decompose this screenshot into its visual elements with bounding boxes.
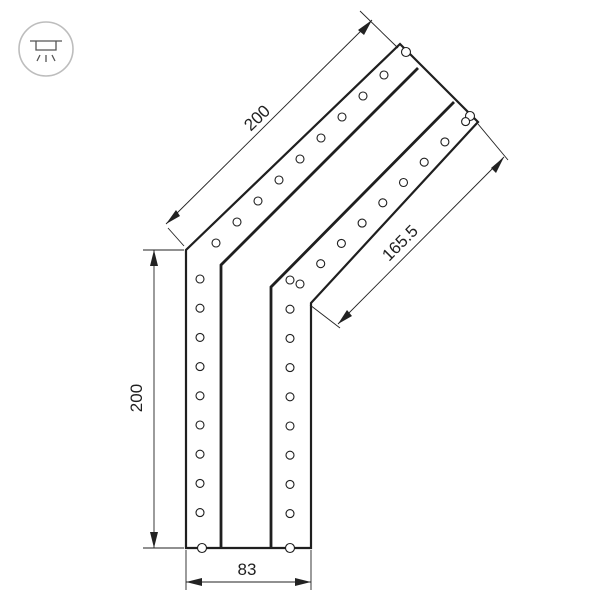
mounting-hole (195, 332, 205, 342)
mounting-hole (316, 133, 326, 143)
mounting-hole (285, 333, 295, 343)
mounting-hole (336, 238, 346, 248)
mounting-hole (285, 275, 295, 285)
mounting-hole (285, 421, 295, 431)
mounting-hole (295, 279, 305, 289)
mounting-hole (195, 508, 205, 518)
mounting-hole (195, 478, 205, 488)
mounting-hole (285, 450, 295, 460)
dimension-label-inner-diagonal: 165.5 (378, 221, 422, 265)
mounting-hole (195, 420, 205, 430)
mounting-hole (440, 137, 450, 147)
dimension-inner-diagonal: 165.5 (309, 123, 509, 329)
mounting-hole (195, 303, 205, 313)
ceiling-mount-light-icon (18, 21, 74, 77)
dimension-label-width: 83 (238, 560, 257, 579)
mounting-hole (358, 91, 368, 101)
dimension-label-outer-diagonal: 200 (240, 101, 274, 134)
mounting-hole (398, 177, 409, 188)
mounting-hole (378, 198, 388, 208)
dimension-vertical: 200 (127, 249, 184, 549)
mounting-hole (195, 362, 205, 372)
dimension-label-vertical: 200 (127, 384, 146, 412)
channel-line-left (219, 67, 419, 548)
mounting-hole (211, 238, 221, 248)
mounting-hole (285, 363, 295, 373)
channel-line-right (269, 101, 455, 548)
mounting-hole (195, 391, 205, 401)
mounting-hole (232, 217, 242, 227)
mounting-hole (253, 196, 263, 206)
mounting-hole (285, 304, 295, 314)
mounting-hole (285, 509, 295, 519)
dimension-outer-diagonal: 200 (165, 10, 399, 247)
mounting-hole (195, 274, 205, 284)
mounting-hole (316, 259, 326, 269)
mounting-hole (461, 117, 471, 127)
profile-outline (184, 42, 480, 550)
mounting-hole (357, 218, 367, 228)
mounting-hole (274, 175, 284, 185)
mounting-hole (285, 479, 295, 489)
mounting-hole (295, 154, 305, 164)
mounting-holes (195, 70, 471, 519)
mounting-hole (419, 157, 429, 167)
mounting-hole (379, 70, 389, 80)
mounting-hole (337, 112, 347, 122)
mounting-hole (195, 449, 205, 459)
dimension-width: 83 (185, 550, 312, 590)
mounting-hole (285, 392, 295, 402)
